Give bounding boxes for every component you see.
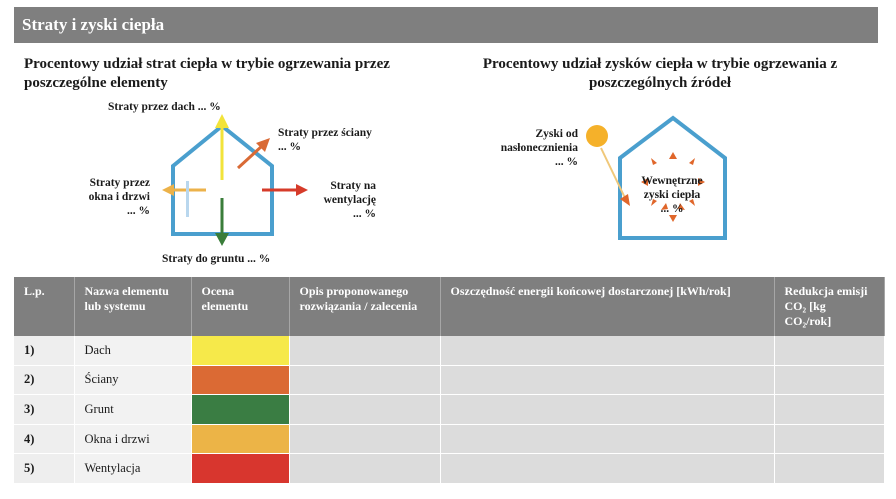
row-lp: 1) <box>14 336 75 366</box>
ground-loss-arrowhead <box>215 233 229 246</box>
row-description-cell <box>289 453 441 484</box>
walls-loss-arrowhead <box>256 138 270 152</box>
row-co2-reduction-cell <box>774 336 885 366</box>
heat-diagrams <box>162 114 727 246</box>
row-element-name: Grunt <box>74 394 192 425</box>
losses-chart-title: Procentowy udział strat ciepła w trybie … <box>24 56 390 91</box>
row-lp: 5) <box>14 453 75 484</box>
recommendations-table: L.p. Nazwa elementu lub systemu Ocena el… <box>14 277 885 484</box>
internal-gain-label: Wewnętrzne zyski ciepła ... % <box>641 175 703 215</box>
row-lp: 3) <box>14 394 75 425</box>
col-header-description: Opis proponowanego rozwiązania / zalecen… <box>289 277 441 336</box>
walls-loss-arrow <box>236 144 264 170</box>
roof-loss-arrowhead <box>215 114 229 128</box>
table-row: 3)Grunt <box>14 394 885 425</box>
solar-gain-label: Zyski od nasłonecznienia ... % <box>500 128 578 168</box>
row-element-name: Okna i drzwi <box>74 424 192 455</box>
col-header-rating: Ocena elementu <box>191 277 290 336</box>
walls-loss-label: Straty przez ściany ... % <box>278 127 372 153</box>
row-energy-savings-cell <box>440 453 775 484</box>
table-header-row: L.p. Nazwa elementu lub systemu Ocena el… <box>14 277 885 336</box>
row-lp: 2) <box>14 365 75 396</box>
col-header-lp: L.p. <box>14 277 75 336</box>
section-header: Straty i zyski ciepła <box>14 7 878 43</box>
row-rating-swatch <box>191 424 290 455</box>
table-row: 2)Ściany <box>14 365 885 396</box>
windows-loss-label: Straty przez okna i drzwi ... % <box>88 177 150 217</box>
row-element-name: Ściany <box>74 365 192 396</box>
windows-loss-arrowhead <box>162 184 174 196</box>
table-row: 5)Wentylacja <box>14 453 885 484</box>
row-co2-reduction-cell <box>774 394 885 425</box>
row-rating-swatch <box>191 336 290 366</box>
row-rating-swatch <box>191 365 290 396</box>
solar-gain-arrow <box>600 147 627 201</box>
row-energy-savings-cell <box>440 394 775 425</box>
row-lp: 4) <box>14 424 75 455</box>
row-energy-savings-cell <box>440 336 775 366</box>
table-row: 1)Dach <box>14 336 885 366</box>
row-element-name: Wentylacja <box>74 453 192 484</box>
ventilation-loss-arrowhead <box>296 184 308 196</box>
internal-gain-arrows <box>641 152 705 222</box>
row-energy-savings-cell <box>440 365 775 396</box>
window-glass-mark <box>186 181 189 217</box>
row-co2-reduction-cell <box>774 365 885 396</box>
row-rating-swatch <box>191 453 290 484</box>
gains-chart-title: Procentowy udział zysków ciepła w trybie… <box>482 56 838 91</box>
losses-house-outline <box>171 123 274 236</box>
col-header-name: Nazwa elementu lub systemu <box>74 277 192 336</box>
row-description-cell <box>289 336 441 366</box>
row-description-cell <box>289 394 441 425</box>
row-co2-reduction-cell <box>774 424 885 455</box>
row-element-name: Dach <box>74 336 192 366</box>
ventilation-loss-label: Straty na wentylację ... % <box>323 180 376 220</box>
table-row: 4)Okna i drzwi <box>14 424 885 455</box>
row-co2-reduction-cell <box>774 453 885 484</box>
col-header-energy-savings: Oszczędność energii końcowej dostarczone… <box>440 277 775 336</box>
row-rating-swatch <box>191 394 290 425</box>
ground-loss-label: Straty do gruntu ... % <box>162 253 271 265</box>
row-energy-savings-cell <box>440 424 775 455</box>
col-header-co2-reduction: Redukcja emisji CO₂ [kg CO₂/rok] <box>774 277 885 336</box>
row-description-cell <box>289 424 441 455</box>
sun-icon <box>586 125 608 147</box>
row-description-cell <box>289 365 441 396</box>
roof-loss-label: Straty przez dach ... % <box>108 101 221 113</box>
gains-house-outline <box>618 115 727 240</box>
solar-gain-arrowhead <box>620 194 630 206</box>
